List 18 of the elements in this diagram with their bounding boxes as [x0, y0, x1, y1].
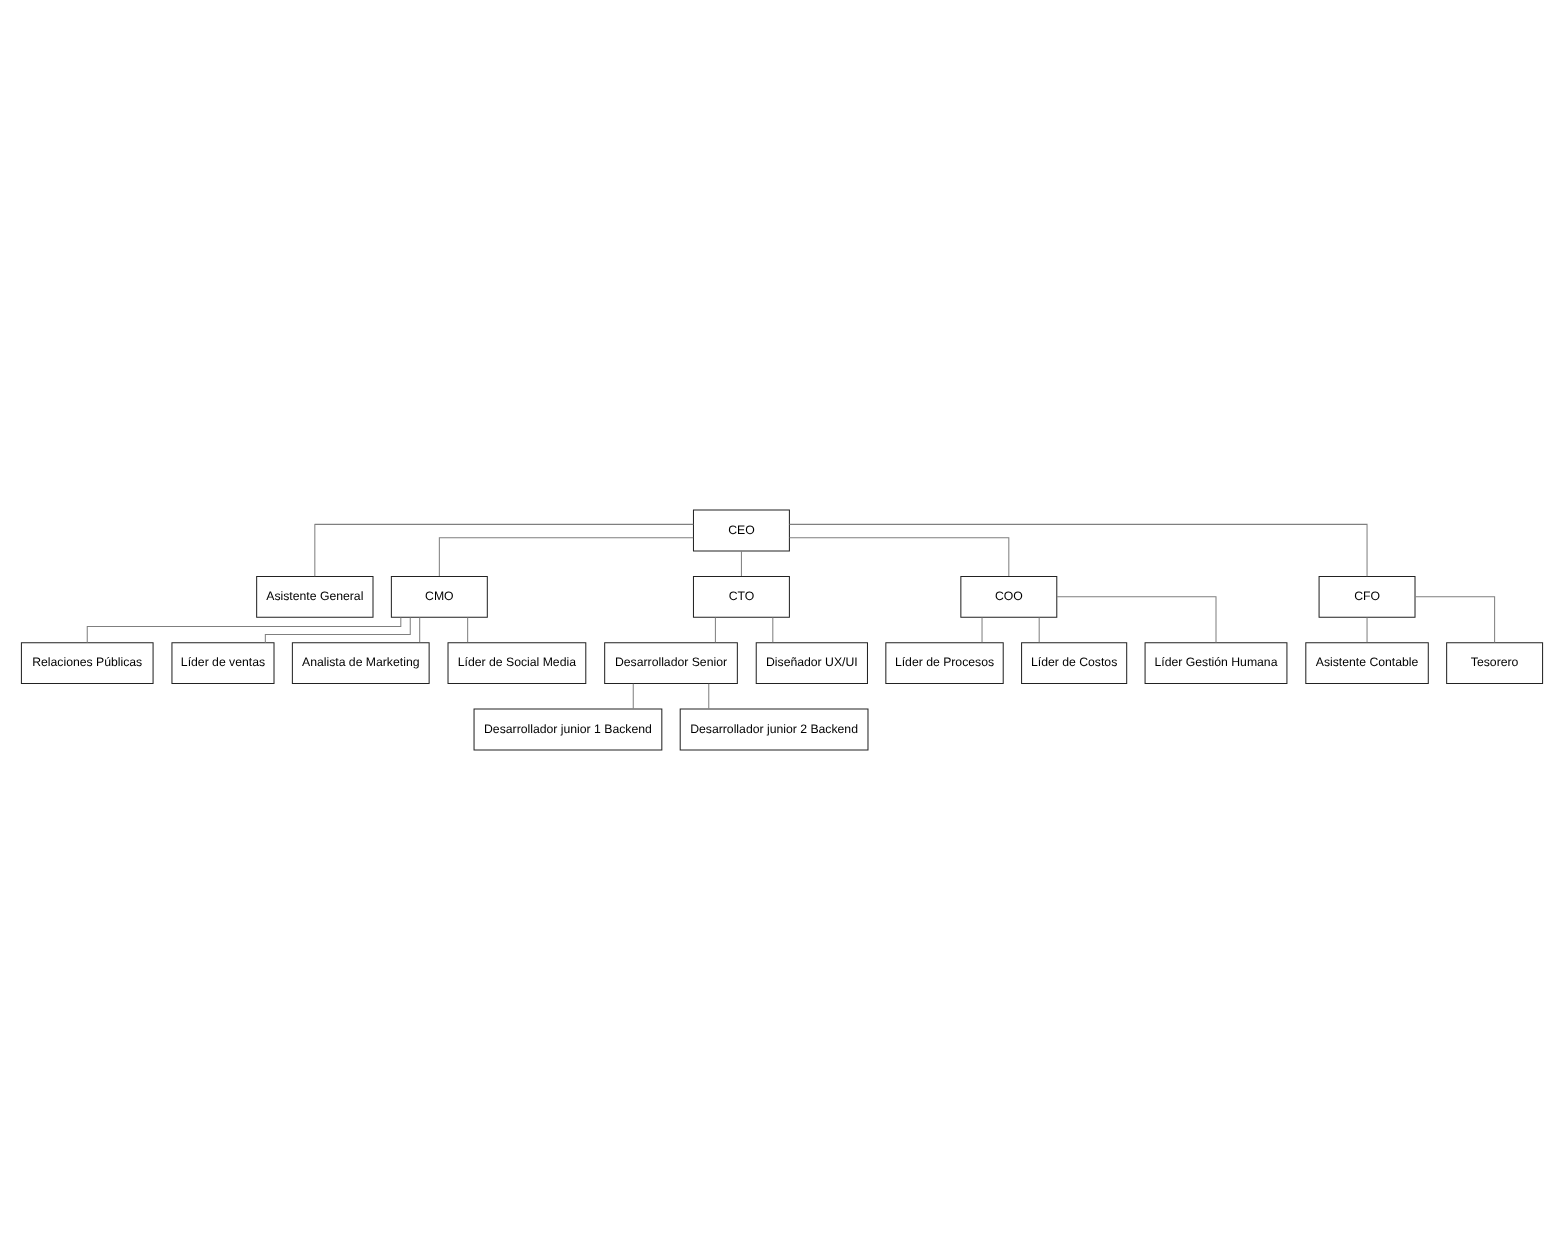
- connector: [1038, 615, 1040, 642]
- connector: [314, 522, 694, 576]
- connector: [772, 615, 774, 642]
- connector: [1414, 595, 1496, 643]
- connector: [714, 615, 716, 642]
- connector: [438, 536, 694, 576]
- connector: [419, 615, 421, 642]
- connector: [708, 682, 710, 709]
- connector: [86, 615, 402, 643]
- connector: [264, 615, 411, 643]
- connector: [789, 536, 1010, 576]
- connector: [788, 522, 1368, 576]
- connector: [632, 682, 634, 709]
- connector: [740, 549, 742, 576]
- connector: [1056, 595, 1217, 643]
- connector: [981, 615, 983, 642]
- connector: [467, 615, 469, 642]
- connector: [1366, 615, 1368, 642]
